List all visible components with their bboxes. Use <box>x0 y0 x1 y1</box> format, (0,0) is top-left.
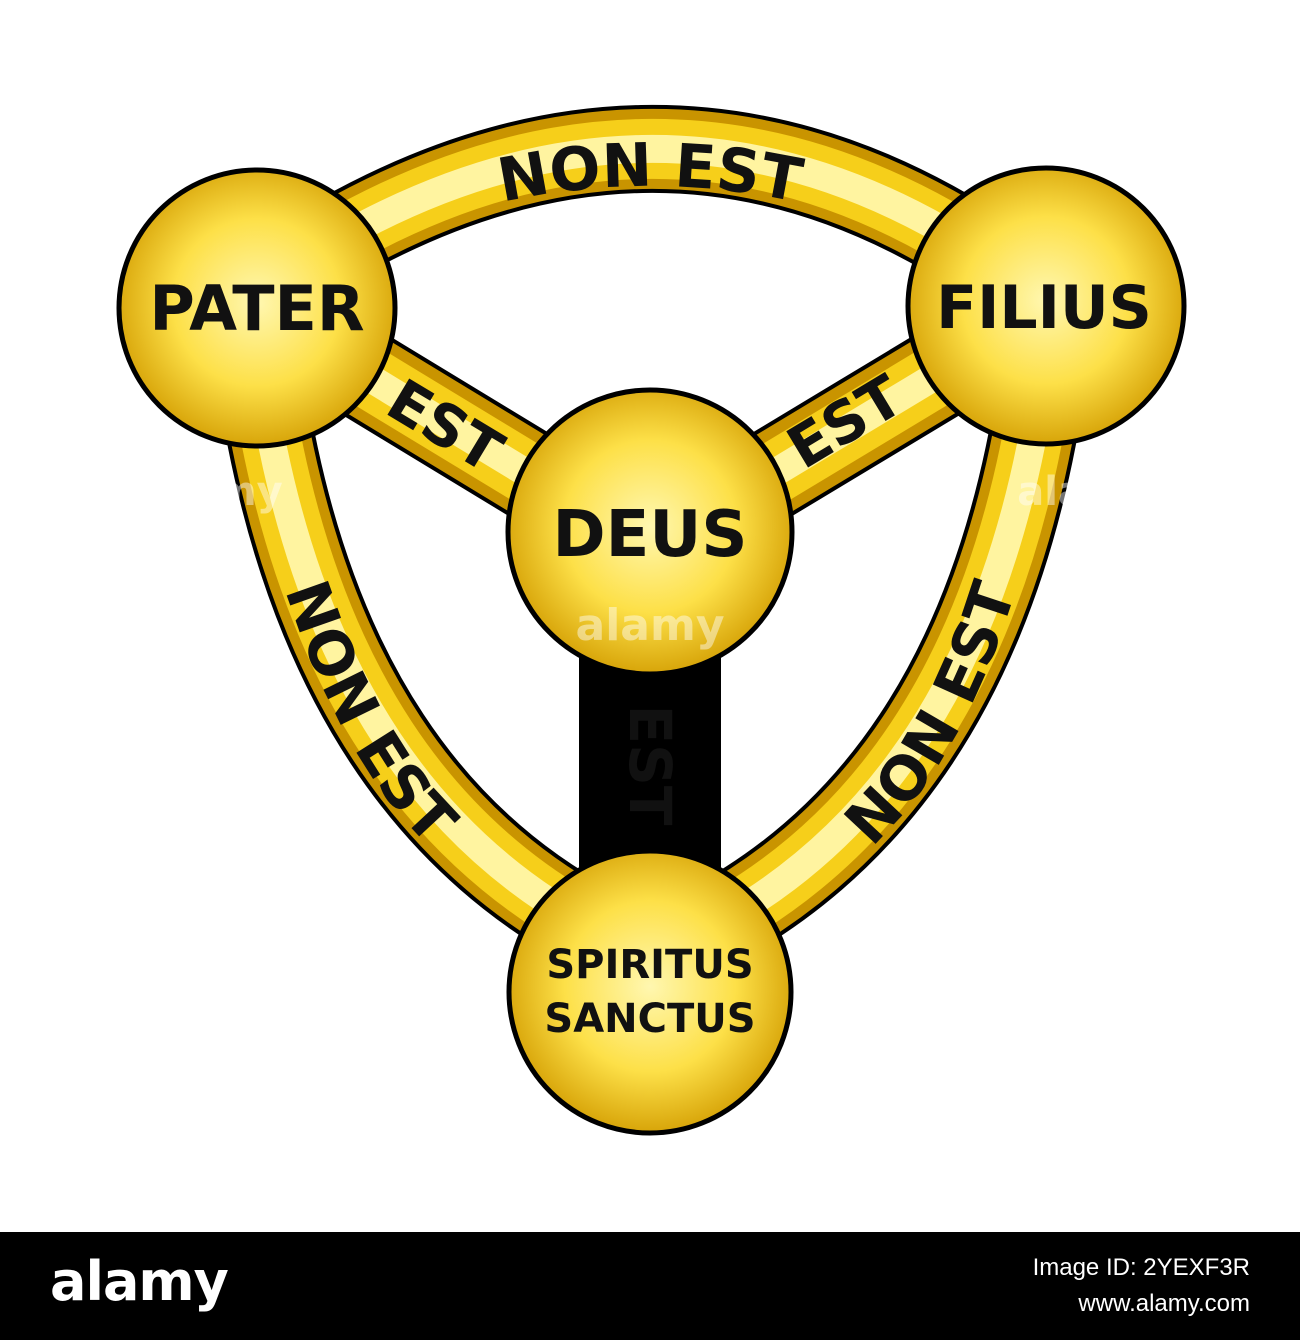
node-label-filius: FILIUS <box>936 273 1152 343</box>
node-spiritus-sanctus: SPIRITUS SANCTUS <box>506 848 794 1136</box>
watermark-center: alamy <box>576 600 725 651</box>
footer-bar: alamy Image ID: 2YEXF3R www.alamy.com <box>0 1232 1300 1340</box>
footer-reference: Image ID: 2YEXF3R www.alamy.com <box>1033 1250 1250 1322</box>
footer-site: www.alamy.com <box>1078 1290 1250 1317</box>
edge-label-spoke-bottom: EST <box>616 705 684 826</box>
footer-image-id: Image ID: 2YEXF3R <box>1032 1254 1250 1281</box>
watermark-right: alamy <box>1017 469 1152 515</box>
footer-brand-logo: alamy <box>50 1250 229 1313</box>
node-pater: PATER <box>116 167 398 449</box>
node-label-sanctus: SANCTUS <box>544 996 755 1042</box>
edge-label-outer-right: NON EST <box>832 574 1030 859</box>
node-label-spiritus: SPIRITUS <box>546 942 753 988</box>
node-label-pater: PATER <box>149 272 364 345</box>
watermark-left: alamy <box>147 469 282 515</box>
node-deus: DEUS <box>505 387 795 677</box>
node-label-deus: DEUS <box>553 498 748 572</box>
node-filius: FILIUS <box>905 165 1187 447</box>
